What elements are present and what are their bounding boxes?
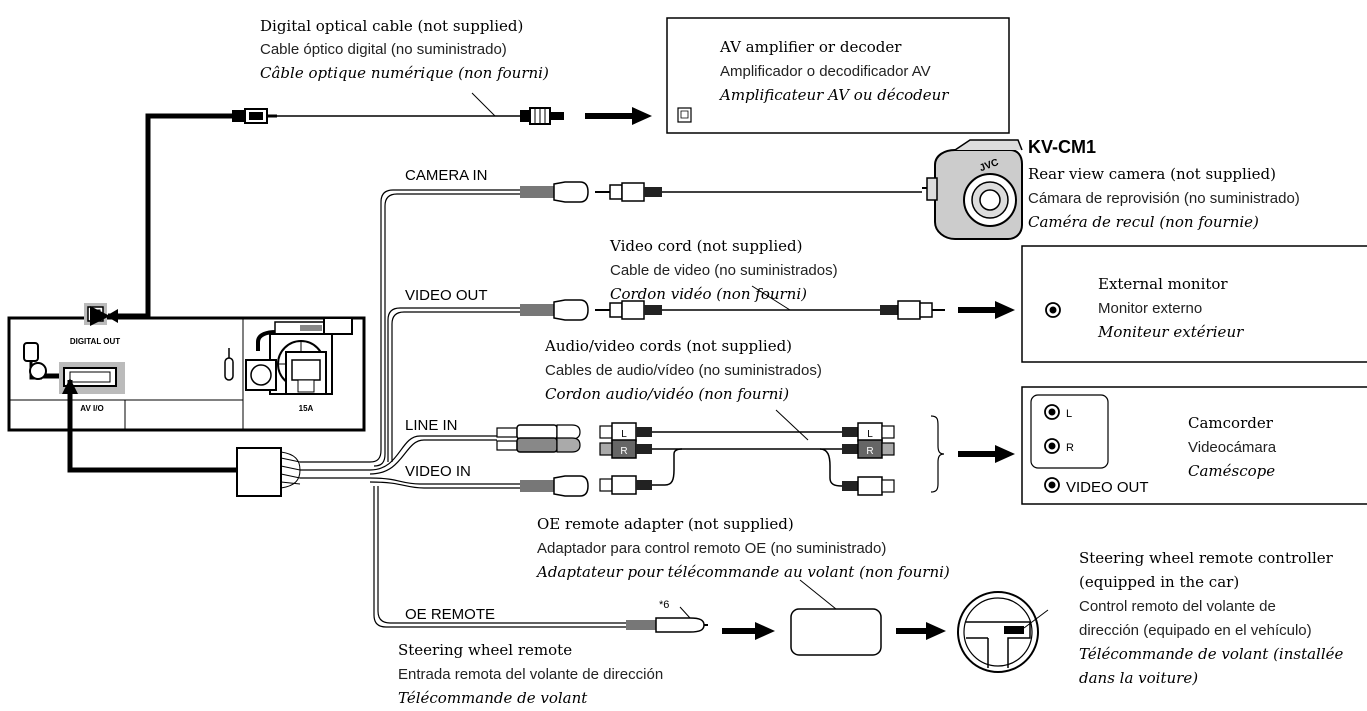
steering-remote-label-en: Steering wheel remote xyxy=(398,641,572,659)
oe-remote-label: OE REMOTE xyxy=(405,606,495,623)
steering-controller-en-2: (equipped in the car) xyxy=(1079,573,1239,591)
av-cords: L R L R xyxy=(599,409,1015,496)
av-io-label: AV I/O xyxy=(80,404,103,413)
oe-remote-chain: *6 xyxy=(626,579,946,656)
line-in-label: LINE IN xyxy=(405,417,458,434)
monitor-label-es: Monitor externo xyxy=(1098,300,1202,317)
optical-link xyxy=(90,92,652,326)
oe-adapter-label-fr: Adaptateur pour télécommande au volant (… xyxy=(535,563,950,581)
video-in-jack xyxy=(520,475,589,497)
camera-in-jack xyxy=(520,181,589,203)
steering-remote-label-fr: Télécommande de volant xyxy=(398,689,588,707)
video-in-label: VIDEO IN xyxy=(405,463,471,480)
video-cord-label-en: Video cord (not supplied) xyxy=(609,237,802,255)
fuse-label: 15A xyxy=(299,404,314,413)
digital-out-port xyxy=(87,306,104,322)
monitor-label-en: External monitor xyxy=(1098,275,1228,293)
monitor-video-cord xyxy=(595,285,1015,320)
camcorder-label-fr: Caméscope xyxy=(1188,462,1275,480)
camcorder-box: L R VIDEO OUT Camcorder Videocámara Camé… xyxy=(1021,386,1367,505)
av-amp-label-es: Amplificador o decodificador AV xyxy=(720,63,931,80)
steering-wheel-icon xyxy=(957,591,1049,673)
camcorder-label-en: Camcorder xyxy=(1188,414,1274,432)
oe-adapter-label-en: OE remote adapter (not supplied) xyxy=(537,515,794,533)
fuse-block-icon xyxy=(285,351,327,395)
av-amplifier-box: AV amplifier or decoder Amplificador o d… xyxy=(666,17,1010,134)
plug-l-right-mark: L xyxy=(867,429,873,440)
camcorder-label-es: Videocámara xyxy=(1188,439,1277,456)
optical-cable-label-en: Digital optical cable (not supplied) xyxy=(260,17,523,35)
camera-label-fr: Caméra de recul (non fournie) xyxy=(1028,213,1259,231)
oe-adapter-label-es: Adaptador para control remoto OE (no sum… xyxy=(537,540,886,557)
antenna-icon xyxy=(224,348,234,381)
video-cord-label-fr: Cordon vidéo (non fourni) xyxy=(610,285,807,303)
steering-controller-fr-1: Télécommande de volant (installée xyxy=(1079,645,1344,663)
external-monitor-box: External monitor Monitor externo Moniteu… xyxy=(1021,245,1367,363)
camera-model: KV-CM1 xyxy=(1028,137,1096,157)
round-jack-icon xyxy=(29,362,47,380)
video-out-label: VIDEO OUT xyxy=(405,287,488,304)
av-amp-label-en: AV amplifier or decoder xyxy=(719,38,902,56)
camera-label-en: Rear view camera (not supplied) xyxy=(1028,165,1276,183)
steering-controller-en-1: Steering wheel remote controller xyxy=(1079,549,1334,567)
camera-in-label: CAMERA IN xyxy=(405,167,488,184)
plug-r-right-mark: R xyxy=(866,446,873,457)
camera-video-cord xyxy=(595,182,922,202)
plug-r-left-mark: R xyxy=(620,446,627,457)
av-cords-label-en: Audio/video cords (not supplied) xyxy=(544,337,792,355)
harness xyxy=(62,189,626,628)
steering-controller-fr-2: dans la voiture) xyxy=(1079,669,1198,687)
av-amp-label-fr: Amplificateur AV ou décodeur xyxy=(718,86,949,104)
camcorder-r-label: R xyxy=(1066,442,1074,454)
av-cords-label-fr: Cordon audio/vidéo (non fourni) xyxy=(545,385,789,403)
steering-controller-es-1: Control remoto del volante de xyxy=(1079,598,1276,615)
video-cord-label-es: Cable de video (no suministrados) xyxy=(610,262,838,279)
head-unit-panel: DIGITAL OUT AV I/O xyxy=(7,303,366,432)
oe-adapter-box xyxy=(790,608,882,656)
av-cords-label-es: Cables de audio/vídeo (no suministrados) xyxy=(545,362,822,379)
digital-out-label: DIGITAL OUT xyxy=(70,337,120,346)
rear-camera-icon: JVC xyxy=(922,139,1023,240)
video-out-jack xyxy=(520,299,589,321)
monitor-label-fr: Moniteur extérieur xyxy=(1097,323,1244,341)
camera-label-es: Cámara de reprovisión (no suministrado) xyxy=(1028,190,1300,207)
steering-controller-es-2: dirección (equipado en el vehículo) xyxy=(1079,622,1312,639)
camcorder-l-label: L xyxy=(1066,408,1072,420)
camcorder-video-out-label: VIDEO OUT xyxy=(1066,479,1149,496)
optical-cable-label-fr: Câble optique numérique (non fourni) xyxy=(260,64,549,82)
line-in-jacks xyxy=(496,424,581,453)
plug-l-left-mark: L xyxy=(621,429,627,440)
optical-cable-label-es: Cable óptico digital (no suministrado) xyxy=(260,41,507,58)
oe-remote-note: *6 xyxy=(659,599,669,611)
steering-remote-label-es: Entrada remota del volante de dirección xyxy=(398,666,663,683)
